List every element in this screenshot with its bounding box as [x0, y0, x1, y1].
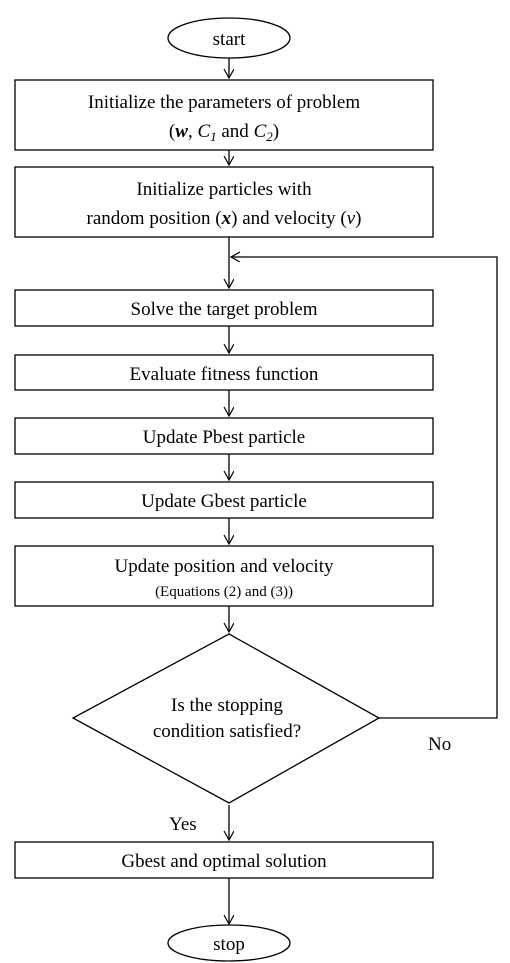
- arrow-no-loop-back: [231, 257, 498, 719]
- update-line2: (Equations (2) and (3)): [155, 584, 293, 600]
- start-node: start: [167, 17, 291, 59]
- init-particles-line1: Initialize particles with: [136, 179, 312, 200]
- decision-line2: condition satisfied?: [153, 721, 301, 742]
- gbest-label: Update Gbest particle: [141, 491, 307, 512]
- stop-label: stop: [213, 934, 245, 955]
- gbest-box: Update Gbest particle: [14, 481, 434, 519]
- solve-box: Solve the target problem: [14, 289, 434, 327]
- stop-node: stop: [167, 924, 291, 962]
- result-box: Gbest and optimal solution: [14, 841, 434, 879]
- connectors: [229, 58, 498, 924]
- solve-label: Solve the target problem: [131, 299, 318, 320]
- update-line1: Update position and velocity: [115, 556, 334, 577]
- pbest-label: Update Pbest particle: [143, 427, 306, 448]
- init-params-line2: (w, C1 and C2): [169, 121, 279, 144]
- init-params-line1: Initialize the parameters of problem: [88, 92, 360, 113]
- decision-line1: Is the stopping: [171, 695, 283, 716]
- evaluate-box: Evaluate fitness function: [14, 354, 434, 391]
- init-particles-line2: random position (x) and velocity (v): [87, 208, 362, 229]
- update-box: Update position and velocity (Equations …: [14, 545, 434, 607]
- result-label: Gbest and optimal solution: [121, 851, 327, 872]
- evaluate-label: Evaluate fitness function: [130, 364, 319, 385]
- yes-edge-label: Yes: [169, 814, 197, 835]
- decision-diamond: Is the stopping condition satisfied?: [71, 633, 381, 804]
- init-particles-box: Initialize particles with random positio…: [14, 166, 434, 238]
- init-params-box: Initialize the parameters of problem (w,…: [14, 79, 434, 151]
- no-edge-label: No: [428, 734, 451, 755]
- pbest-box: Update Pbest particle: [14, 417, 434, 455]
- start-label: start: [213, 29, 246, 50]
